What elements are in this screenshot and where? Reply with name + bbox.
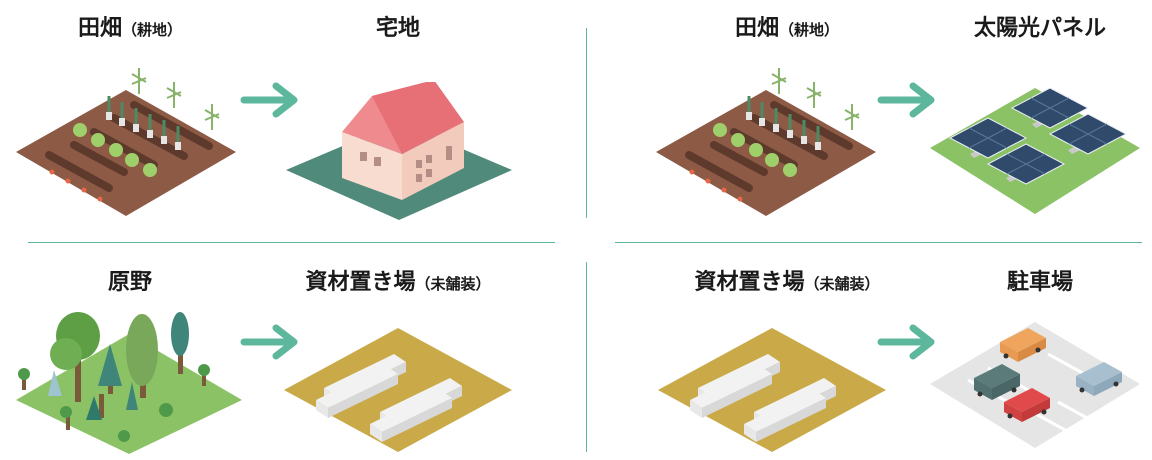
label-sub: （未舗装）: [415, 275, 491, 293]
label-sub: （耕地）: [779, 21, 840, 39]
label-main: 駐車場: [1006, 270, 1074, 295]
arrow-right-icon: [240, 322, 302, 366]
label-tl-to: 宅地: [376, 18, 420, 40]
label-main: 田畑: [734, 16, 779, 41]
vertical-divider-bottom: [586, 262, 587, 452]
horizontal-divider-right: [615, 242, 1142, 243]
label-main: 宅地: [375, 16, 421, 41]
label-br-to: 駐車場: [1007, 272, 1073, 294]
field-icon: [654, 60, 878, 220]
horizontal-divider-left: [28, 242, 555, 243]
label-main: 太陽光パネル: [973, 16, 1107, 41]
material-yard-icon: [282, 314, 514, 454]
label-tr-from: 田畑（耕地）: [735, 18, 839, 40]
label-tl-from: 田畑（耕地）: [78, 18, 182, 40]
label-br-from: 資材置き場（未舗装）: [694, 272, 879, 294]
house-icon: [284, 82, 514, 222]
field-icon: [14, 60, 238, 220]
vertical-divider-top: [586, 28, 587, 218]
arrow-right-icon: [240, 80, 302, 124]
label-bl-from: 原野: [108, 272, 152, 294]
label-main: 田畑: [77, 16, 122, 41]
material-yard-icon: [656, 314, 888, 454]
label-sub: （耕地）: [122, 21, 183, 39]
label-main: 資材置き場: [305, 270, 416, 295]
label-main: 資材置き場: [694, 270, 805, 295]
label-main: 原野: [107, 270, 153, 295]
label-bl-to: 資材置き場（未舗装）: [305, 272, 490, 294]
label-tr-to: 太陽光パネル: [974, 18, 1106, 40]
parking-lot-icon: [928, 314, 1142, 454]
arrow-right-icon: [877, 80, 939, 124]
arrow-right-icon: [877, 322, 939, 366]
label-sub: （未舗装）: [804, 275, 880, 293]
forest-icon: [14, 304, 244, 456]
solar-panel-icon: [928, 82, 1142, 222]
